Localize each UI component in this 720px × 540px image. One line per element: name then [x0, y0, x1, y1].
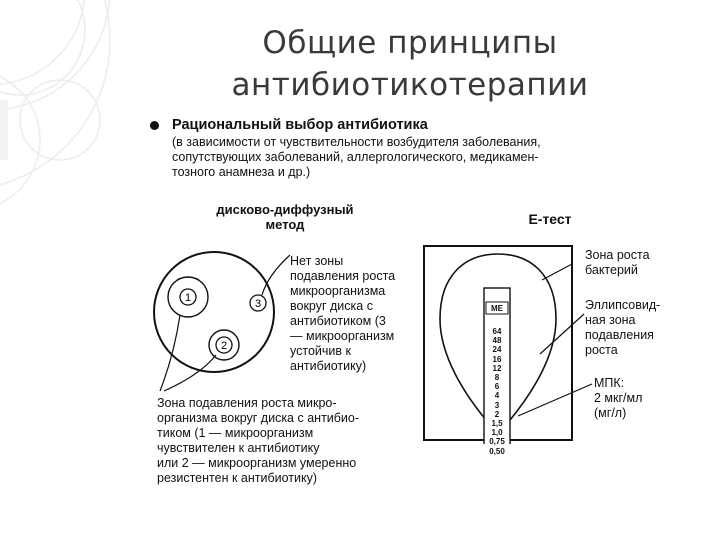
- arrow-growth: [542, 264, 572, 280]
- strip-value: 0,50: [484, 447, 510, 456]
- arrow-zone-2: [164, 355, 216, 391]
- bullet-desc-line: (в зависимости от чувствительности возбу…: [172, 135, 682, 150]
- label-line: 2 мкг/мл: [594, 391, 704, 406]
- strip-value: 64: [484, 327, 510, 336]
- note-line: вокруг диска с: [290, 299, 430, 314]
- bullet-heading: Рациональный выбор антибиотика: [172, 117, 428, 133]
- strip-value: 0,75: [484, 437, 510, 446]
- arrow-no-zone: [262, 255, 290, 295]
- slide-title-line1: Общие принципы: [200, 22, 620, 64]
- slide-title-line2: антибиотикотерапии: [200, 64, 620, 106]
- disk-label-3: 3: [255, 298, 261, 310]
- strip-value: 12: [484, 364, 510, 373]
- note-inhibition-zone: Зона подавления роста микро- организма в…: [157, 396, 417, 486]
- strip-value: 24: [484, 345, 510, 354]
- note-line: чувствителен к антибиотику: [157, 441, 417, 456]
- label-growth-zone: Зона роста бактерий: [585, 248, 705, 278]
- disk-method-heading: дисково-диффузный метод: [200, 202, 370, 232]
- label-ellipse-zone: Эллипсовид- ная зона подавления роста: [585, 298, 705, 358]
- arrow-ellipse: [540, 314, 584, 354]
- disk-label-2: 2: [221, 340, 227, 352]
- label-line: подавления: [585, 328, 705, 343]
- note-no-zone: Нет зоны подавления роста микроорганизма…: [290, 254, 430, 374]
- note-line: — микроорганизм: [290, 329, 430, 344]
- label-line: ная зона: [585, 313, 705, 328]
- arrow-mic: [518, 384, 592, 416]
- bullet-description: (в зависимости от чувствительности возбу…: [172, 135, 682, 180]
- label-line: МПК:: [594, 376, 704, 391]
- strip-value: 6: [484, 382, 510, 391]
- note-line: организма вокруг диска с антибио-: [157, 411, 417, 426]
- label-line: Эллипсовид-: [585, 298, 705, 313]
- label-line: Зона роста: [585, 248, 705, 263]
- strip-value: 16: [484, 355, 510, 364]
- note-line: Зона подавления роста микро-: [157, 396, 417, 411]
- note-line: Нет зоны: [290, 254, 430, 269]
- label-line: бактерий: [585, 263, 705, 278]
- strip-value: 2: [484, 410, 510, 419]
- disk-diffusion-diagram: 1 2 3: [140, 235, 300, 395]
- note-line: подавления роста: [290, 269, 430, 284]
- disk-heading-line: дисково-диффузный: [200, 202, 370, 217]
- note-line: микроорганизма: [290, 284, 430, 299]
- label-mic: МПК: 2 мкг/мл (мг/л): [594, 376, 704, 421]
- note-line: резистентен к антибиотику): [157, 471, 417, 486]
- etest-heading: Е-тест: [490, 211, 610, 227]
- label-line: роста: [585, 343, 705, 358]
- bullet-dot: [150, 121, 159, 130]
- strip-value: 4: [484, 391, 510, 400]
- etest-strip-header: МЕ: [486, 304, 508, 313]
- note-line: устойчив к: [290, 344, 430, 359]
- bullet-desc-line: сопутствующих заболеваний, аллергологиче…: [172, 150, 682, 165]
- note-line: антибиотиком (3: [290, 314, 430, 329]
- note-line: антибиотику): [290, 359, 430, 374]
- label-line: (мг/л): [594, 406, 704, 421]
- strip-value: 1,0: [484, 428, 510, 437]
- disk-label-1: 1: [185, 292, 191, 304]
- strip-value: 1,5: [484, 419, 510, 428]
- bullet-desc-line: тозного анамнеза и др.): [172, 165, 682, 180]
- strip-value: 8: [484, 373, 510, 382]
- slide-title: Общие принципы антибиотикотерапии: [200, 22, 620, 106]
- strip-value: 3: [484, 401, 510, 410]
- disk-heading-line: метод: [200, 217, 370, 232]
- strip-value: 48: [484, 336, 510, 345]
- etest-strip-scale: 64 48 24 16 12 8 6 4 3 2 1,5 1,0 0,75 0,…: [484, 327, 510, 456]
- note-line: тиком (1 — микроорганизм: [157, 426, 417, 441]
- note-line: или 2 — микроорганизм умеренно: [157, 456, 417, 471]
